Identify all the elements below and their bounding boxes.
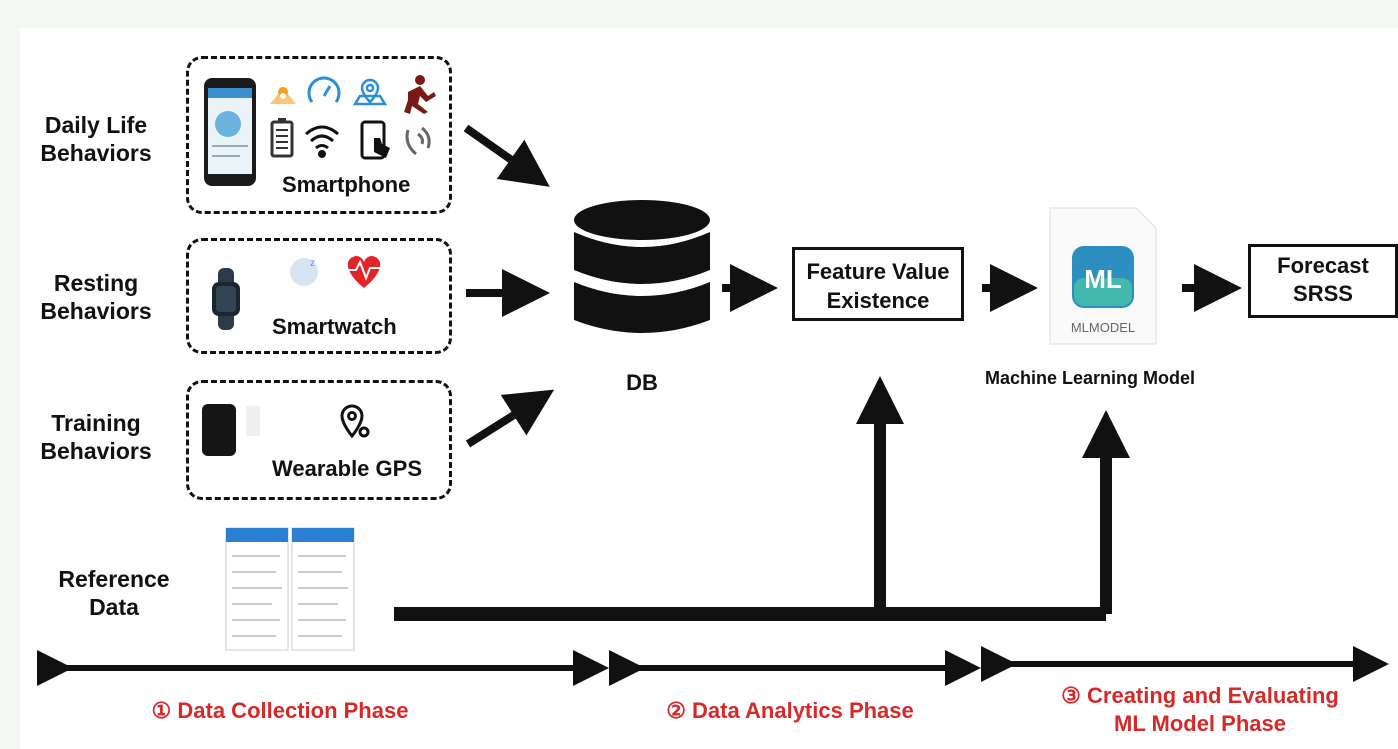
document-icon xyxy=(225,527,355,651)
svg-text:z: z xyxy=(310,258,315,269)
smartwatch-icon xyxy=(212,268,240,330)
ml-model-file-icon: ML MLMODEL xyxy=(1049,207,1157,345)
forecast-box xyxy=(1248,244,1398,318)
gps-pin-icon xyxy=(340,404,370,439)
database-icon xyxy=(574,200,710,333)
resting-behaviors-label: Resting Behaviors xyxy=(40,270,152,324)
gps-device-icon xyxy=(202,404,260,456)
wifi-icon xyxy=(305,125,339,158)
phase-collection-label: ① Data Collection Phase xyxy=(151,698,409,723)
db-label: DB xyxy=(626,370,658,395)
wearable-gps-label: Wearable GPS xyxy=(272,456,422,481)
running-icon xyxy=(404,75,436,114)
feature-value-box xyxy=(792,247,964,321)
reference-data-label: Reference Data xyxy=(58,566,170,620)
sleep-icon: z xyxy=(290,258,318,286)
smartwatch-label: Smartwatch xyxy=(272,314,397,339)
phase-analytics-label: ② Data Analytics Phase xyxy=(666,698,914,723)
forecast-label: Forecast SRSS xyxy=(1277,253,1369,306)
arrow-smartphone-to-db xyxy=(463,124,550,187)
smartphone-label: Smartphone xyxy=(282,172,411,197)
ml-file-label: MLMODEL xyxy=(1071,320,1135,335)
smartphone-group xyxy=(186,56,452,214)
speedometer-icon xyxy=(307,76,341,103)
location-pin-icon xyxy=(270,87,296,104)
feature-value-label: Feature Value Existence xyxy=(806,259,950,313)
smartphone-icon xyxy=(204,78,256,186)
battery-icon xyxy=(270,118,294,158)
arrow-gps-to-db xyxy=(465,389,555,448)
daily-life-behaviors-label: Daily Life Behaviors xyxy=(40,112,152,166)
ml-badge-text: ML xyxy=(1084,264,1122,294)
training-behaviors-label: Training Behaviors xyxy=(40,410,152,464)
wearable-gps-group xyxy=(186,380,452,500)
phone-call-icon xyxy=(405,126,431,156)
phase-modeling-label: ③ Creating and Evaluating ML Model Phase xyxy=(1061,683,1339,736)
heart-rate-icon xyxy=(347,256,381,288)
smartwatch-group xyxy=(186,238,452,354)
ml-caption: Machine Learning Model xyxy=(985,368,1196,388)
tap-icon xyxy=(360,120,390,160)
map-pin-icon xyxy=(352,78,388,106)
